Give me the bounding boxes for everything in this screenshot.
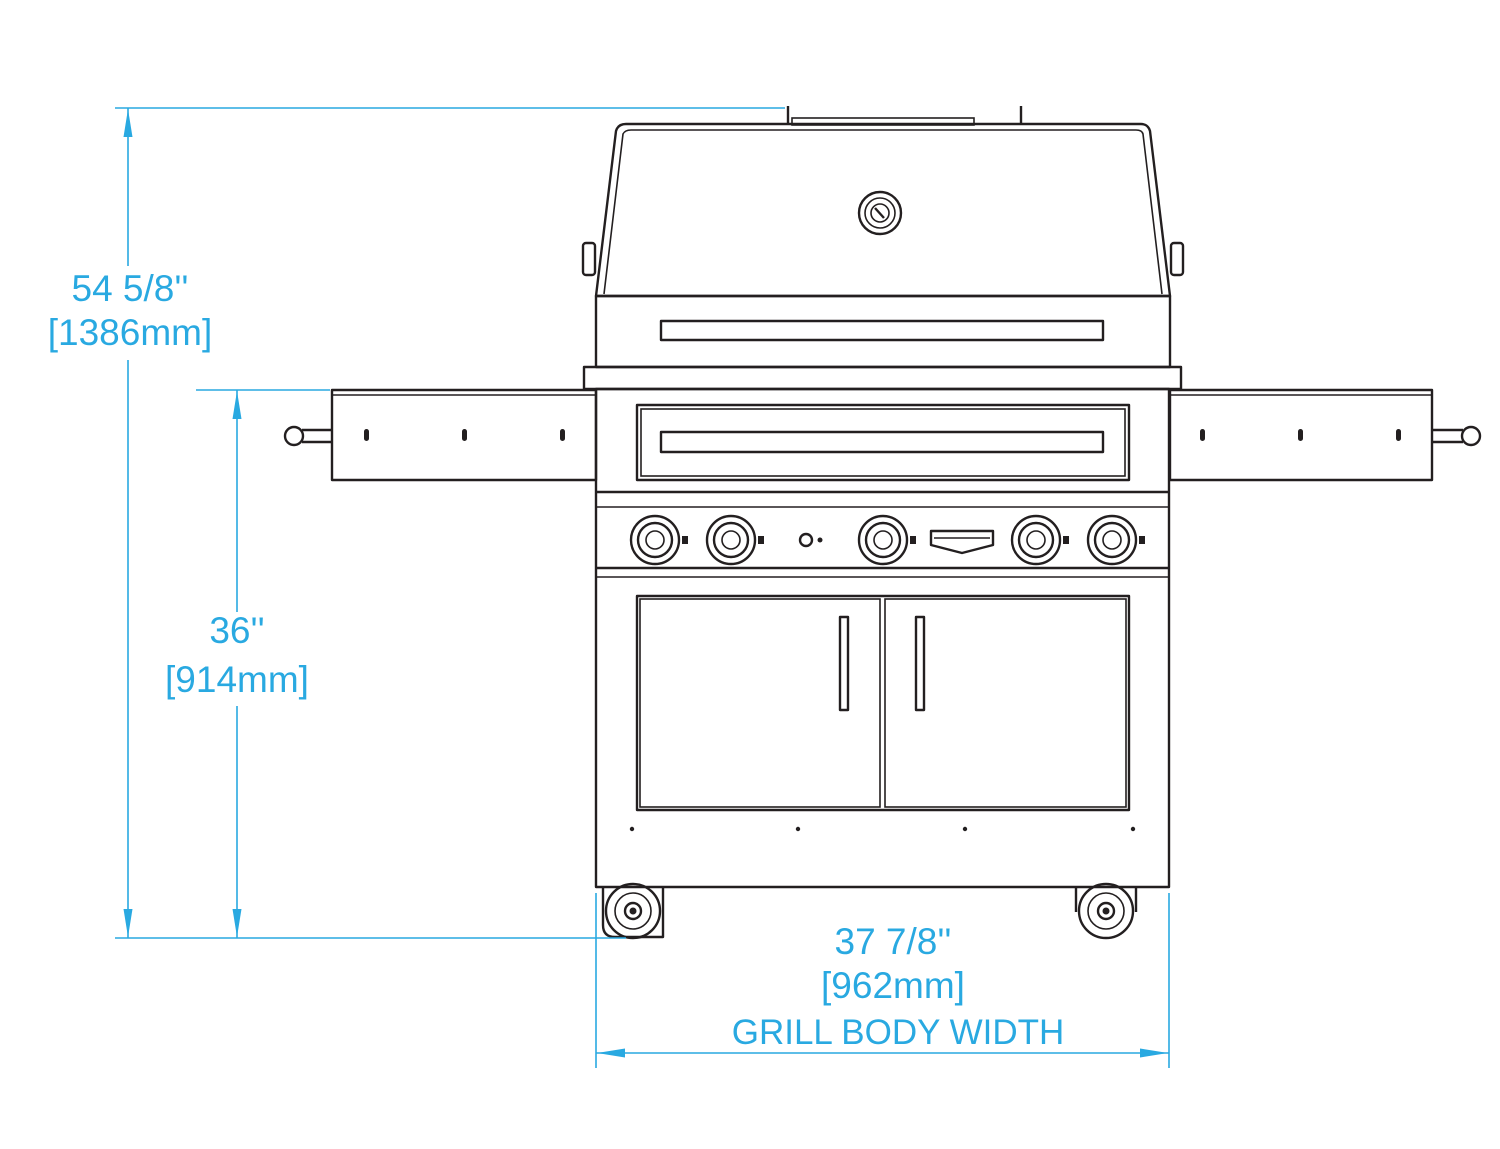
control-panel xyxy=(596,490,1169,578)
arrow-up-icon xyxy=(232,391,242,419)
igniter-button-icon xyxy=(798,532,823,548)
shelf-slot xyxy=(462,429,467,441)
right-caster-wheel xyxy=(1074,882,1138,940)
total-height-metric: [1386mm] xyxy=(48,312,213,353)
burner-knob-icon xyxy=(1010,514,1069,566)
right-side-shelf xyxy=(1168,388,1434,482)
burner-knob-icon xyxy=(1086,514,1145,566)
thermometer-icon xyxy=(857,190,903,236)
grill-drawing xyxy=(283,106,1482,940)
shelf-slot xyxy=(560,429,565,441)
counter-height-imperial: 36'' xyxy=(209,610,264,651)
total-height-imperial: 54 5/8'' xyxy=(72,268,189,309)
shelf-slot xyxy=(1396,429,1401,441)
body-width-metric: [962mm] xyxy=(821,965,965,1006)
shelf-slot xyxy=(364,429,369,441)
arrow-right-icon xyxy=(1140,1048,1168,1058)
lid-left-bracket xyxy=(581,241,597,277)
brand-logo-badge xyxy=(929,529,995,555)
lid-top-vent xyxy=(786,106,1023,126)
lid-dome xyxy=(594,122,1172,298)
burner-knob-icon xyxy=(705,514,764,566)
lid-dome-inner xyxy=(603,129,1163,295)
arrow-up-icon xyxy=(123,109,133,137)
right-door xyxy=(884,598,1127,808)
grill-lid xyxy=(581,122,1185,369)
front-panel xyxy=(635,403,1131,482)
left-door-handle xyxy=(838,615,850,712)
shelf-slot xyxy=(1298,429,1303,441)
left-towel-bar xyxy=(283,425,332,447)
front-panel-bar xyxy=(659,430,1105,454)
right-towel-bar xyxy=(1432,425,1482,447)
counter-height-metric: [914mm] xyxy=(165,659,309,700)
left-door xyxy=(639,598,881,808)
body-width-dimension: 37 7/8'' [962mm] GRILL BODY WIDTH xyxy=(595,893,1170,1068)
cabinet-doors xyxy=(635,594,1131,812)
body-width-label: GRILL BODY WIDTH xyxy=(732,1013,1065,1052)
burner-knob-icon xyxy=(857,514,916,566)
cart-body xyxy=(594,387,1171,889)
left-caster-wheel xyxy=(601,882,665,940)
right-door-handle xyxy=(914,615,926,712)
arrow-left-icon xyxy=(597,1048,625,1058)
lid-front xyxy=(594,294,1172,369)
panel-fasteners xyxy=(629,826,1136,832)
burner-knob-icon xyxy=(629,514,688,566)
lid-right-bracket xyxy=(1169,241,1185,277)
firebox-rim xyxy=(582,365,1183,391)
arrow-down-icon xyxy=(232,909,242,937)
body-width-imperial: 37 7/8'' xyxy=(835,921,952,962)
lid-handle xyxy=(659,319,1105,342)
arrow-down-icon xyxy=(123,909,133,937)
counter-height-dimension: 36'' [914mm] xyxy=(165,389,330,938)
total-height-dimension: 54 5/8'' [1386mm] xyxy=(48,107,785,939)
left-side-shelf xyxy=(330,388,598,482)
shelf-slot xyxy=(1200,429,1205,441)
